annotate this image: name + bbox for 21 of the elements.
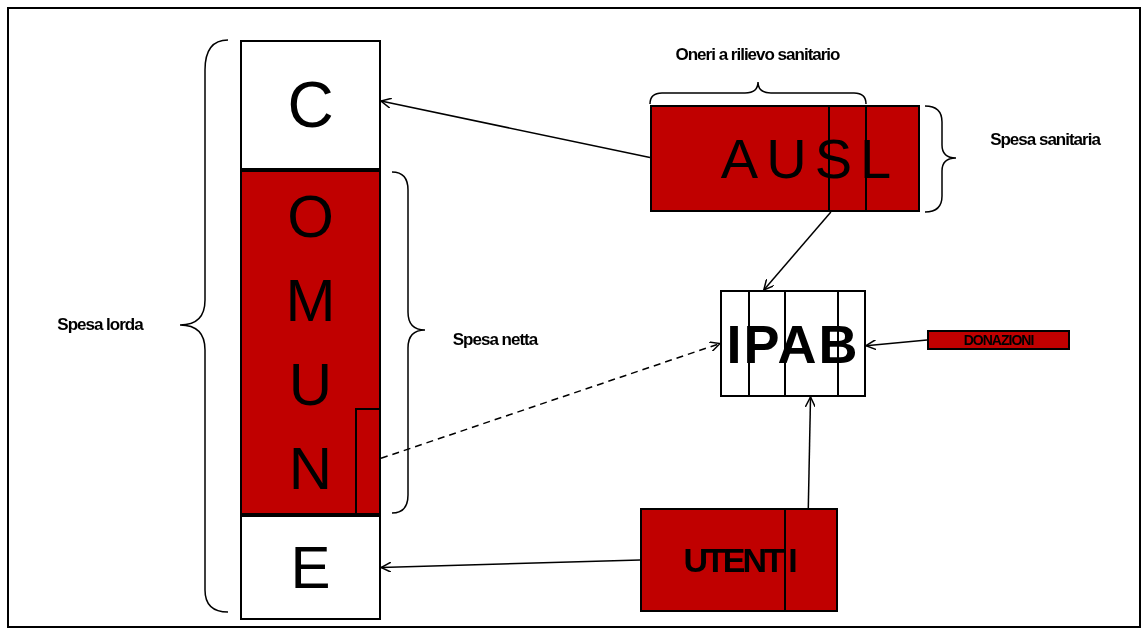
column-bottom-box (240, 515, 381, 620)
box-label: C (287, 73, 334, 137)
small-box (927, 330, 1070, 350)
arrow (380, 341, 721, 460)
box-label: UTENT I (683, 543, 795, 577)
box-label: OMUN (284, 181, 337, 504)
column-top-box (240, 40, 381, 170)
segmented-box (640, 508, 838, 612)
brace-label: Oneri a rilievo sanitario (674, 45, 841, 66)
column-middle-box (240, 170, 381, 515)
arrow (380, 97, 651, 159)
arrow (763, 211, 832, 291)
arrow (804, 396, 817, 509)
brace-label: Spesa lorda (56, 315, 145, 336)
small-box (355, 408, 381, 515)
arrow (380, 559, 641, 573)
brace-label: Spesa netta (451, 330, 539, 351)
box-label: DONAZIONI (963, 333, 1034, 347)
box-label: E (290, 537, 331, 598)
arrow (865, 339, 928, 351)
brace-label: Spesa sanitaria (989, 130, 1102, 151)
